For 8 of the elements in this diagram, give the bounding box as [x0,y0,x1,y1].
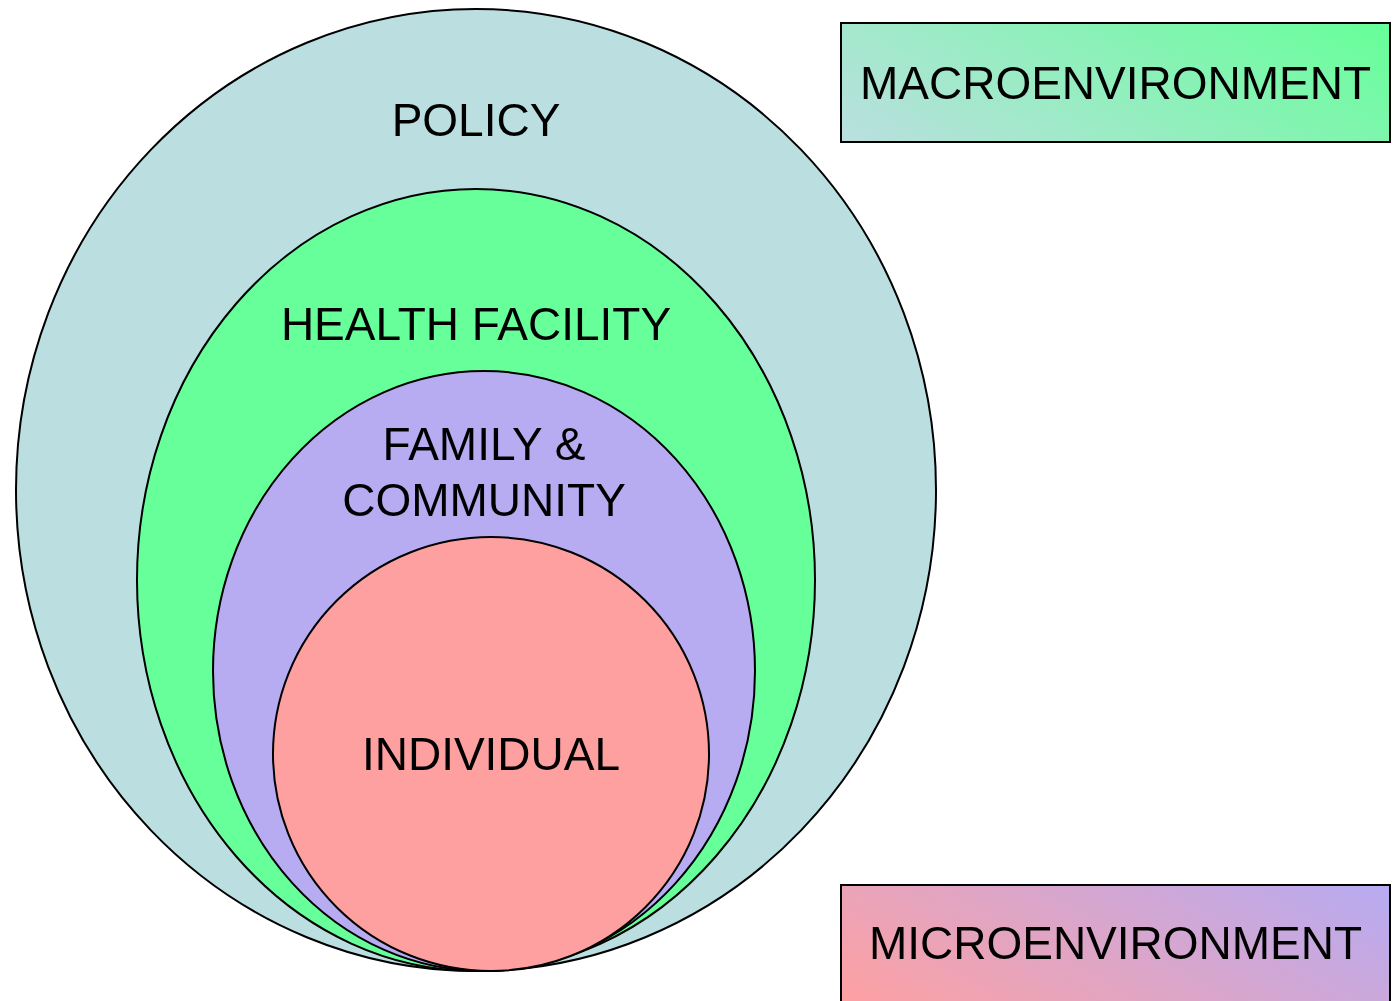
environment-label: MACROENVIRONMENT [859,55,1372,110]
level-label: INDIVIDUAL [361,728,621,780]
environment-label: MICROENVIRONMENT [868,916,1363,970]
microenvironment-box [840,884,1391,1001]
macroenvironment-box [840,22,1391,143]
level-label: POLICY [391,94,561,146]
level-label: HEALTH FACILITY [280,298,672,350]
level-label: FAMILY & COMMUNITY [342,418,626,526]
